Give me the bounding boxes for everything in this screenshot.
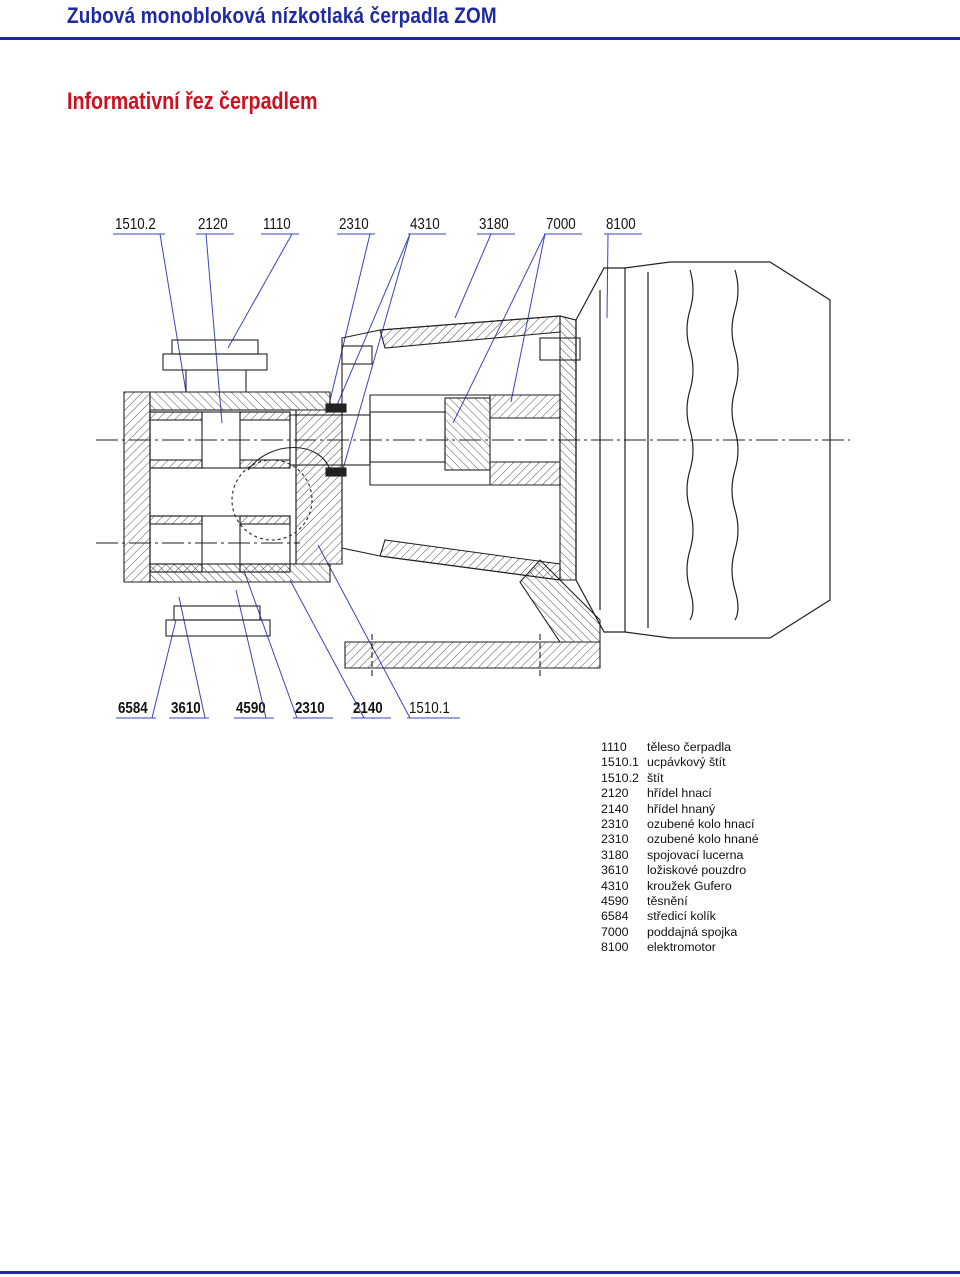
legend-code: 2140 [601, 801, 629, 816]
legend-desc: štít [647, 770, 664, 785]
legend-row: 2310 ozubené kolo hnací [601, 817, 881, 832]
footer-rule [0, 1271, 960, 1274]
legend-row: 7000 poddajná spojka [601, 925, 881, 940]
callout-top-7000: 7000 [546, 216, 576, 233]
legend-desc: spojovací lucerna [647, 847, 744, 862]
pump-body [123, 391, 343, 583]
bottom-leader-lines [151, 544, 411, 719]
legend-desc: ozubené kolo hnací [647, 817, 755, 832]
callout-bottom-4590: 4590 [236, 700, 266, 717]
legend-row: 1510.1 ucpávkový štít [601, 755, 881, 770]
callout-top-1110: 1110 [263, 216, 291, 233]
legend-desc: těsnění [647, 894, 688, 909]
callout-bottom-2310: 2310 [295, 700, 325, 717]
callout-top-2310: 2310 [339, 216, 369, 233]
callout-bottom-2140: 2140 [353, 700, 383, 717]
legend-row: 4590 těsnění [601, 894, 881, 909]
legend-desc: kroužek Gufero [647, 878, 732, 893]
legend-code: 1110 [601, 740, 627, 754]
drive-shaft [231, 397, 491, 541]
legend-code: 2120 [601, 786, 629, 801]
legend-code: 2310 [601, 817, 629, 832]
legend-row: 3180 spojovací lucerna [601, 848, 881, 863]
legend-code: 3180 [601, 847, 629, 862]
legend-row: 6584 středicí kolík [601, 909, 881, 924]
legend-desc: středicí kolík [647, 909, 716, 924]
callout-top-8100: 8100 [606, 216, 636, 233]
callout-bottom-6584: 6584 [118, 700, 148, 717]
driven-gear [149, 515, 291, 573]
parts-legend: 1110 těleso čerpadla 1510.1 ucpávkový štít… [601, 740, 881, 956]
legend-desc: hřídel hnací [647, 786, 712, 801]
electromotor [575, 261, 831, 639]
legend-row: 4310 kroužek Gufero [601, 879, 881, 894]
callout-top-4310: 4310 [410, 216, 440, 233]
legend-code: 1510.2 [601, 770, 639, 785]
legend-row: 2310 ozubené kolo hnané [601, 832, 881, 847]
legend-row: 1510.2 štít [601, 771, 881, 786]
legend-row: 2140 hřídel hnaný [601, 802, 881, 817]
legend-code: 4590 [601, 894, 629, 909]
callout-bottom-1510-1: 1510.1 [409, 700, 450, 717]
legend-code: 3610 [601, 863, 629, 878]
legend-desc: ložiskové pouzdro [647, 863, 747, 878]
pump-section-drawing [96, 233, 850, 719]
legend-desc: elektromotor [647, 940, 716, 955]
header-rule [0, 37, 960, 40]
legend-code: 7000 [601, 924, 629, 939]
legend-code: 1510.1 [601, 755, 639, 770]
legend-code: 6584 [601, 909, 629, 924]
page-title: Zubová monobloková nízkotlaká čerpadla Z… [67, 3, 497, 28]
legend-row: 8100 elektromotor [601, 940, 881, 955]
legend-desc: ucpávkový štít [647, 755, 726, 770]
legend-desc: poddajná spojka [647, 924, 738, 939]
callout-top-1510-2: 1510.2 [115, 216, 156, 233]
legend-code: 2310 [601, 832, 629, 847]
legend-desc: ozubené kolo hnané [647, 832, 759, 847]
callout-top-2120: 2120 [198, 216, 228, 233]
legend-row: 1110 těleso čerpadla [601, 740, 881, 755]
legend-code: 4310 [601, 878, 629, 893]
shield-bolts [162, 337, 581, 637]
legend-code: 8100 [601, 940, 629, 955]
base-foot [344, 559, 601, 676]
center-lines [96, 439, 850, 544]
legend-desc: těleso čerpadla [647, 740, 732, 754]
callout-bottom-3610: 3610 [171, 700, 201, 717]
section-title: Informativní řez čerpadlem [67, 88, 318, 115]
legend-desc: hřídel hnaný [647, 801, 716, 816]
legend-row: 3610 ložiskové pouzdro [601, 863, 881, 878]
callout-top-3180: 3180 [479, 216, 509, 233]
legend-row: 2120 hřídel hnací [601, 786, 881, 801]
